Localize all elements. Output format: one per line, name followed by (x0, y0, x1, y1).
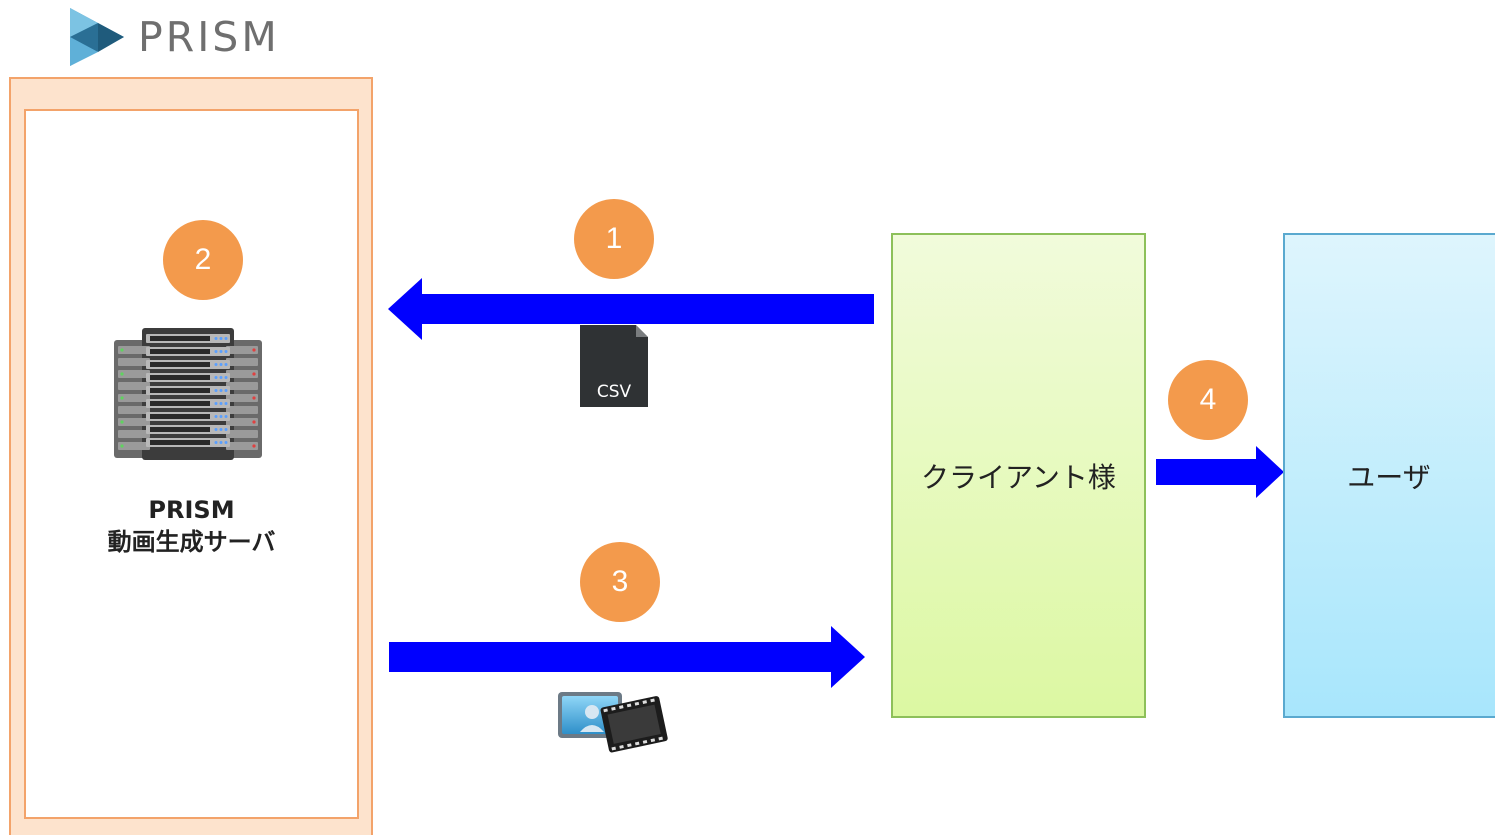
user-box: ユーザ (1283, 233, 1495, 718)
arrow-client-to-server (388, 278, 874, 340)
logo-text: PRISM (138, 13, 280, 61)
client-box: クライアント様 (891, 233, 1146, 718)
server-label: PRISM 動画生成サーバ (24, 494, 359, 558)
client-label: クライアント様 (921, 460, 1116, 494)
arrow-server-to-client (389, 626, 865, 688)
prism-triangle-icon (70, 8, 124, 66)
step-1-badge: 1 (574, 199, 654, 279)
prism-logo: PRISM (68, 6, 280, 68)
server-panel-inner (24, 109, 359, 819)
csv-file-label: CSV (597, 382, 632, 402)
step-2-badge: 2 (163, 220, 243, 300)
video-file-icon (558, 692, 668, 753)
server-label-name: PRISM (148, 496, 235, 524)
csv-file-icon: CSV (580, 325, 648, 407)
server-rack-icon (114, 328, 262, 460)
step-4-badge: 4 (1168, 360, 1248, 440)
step-3-badge: 3 (580, 542, 660, 622)
arrow-client-to-user (1156, 446, 1284, 498)
server-label-description: 動画生成サーバ (107, 528, 276, 556)
user-label: ユーザ (1347, 460, 1431, 494)
